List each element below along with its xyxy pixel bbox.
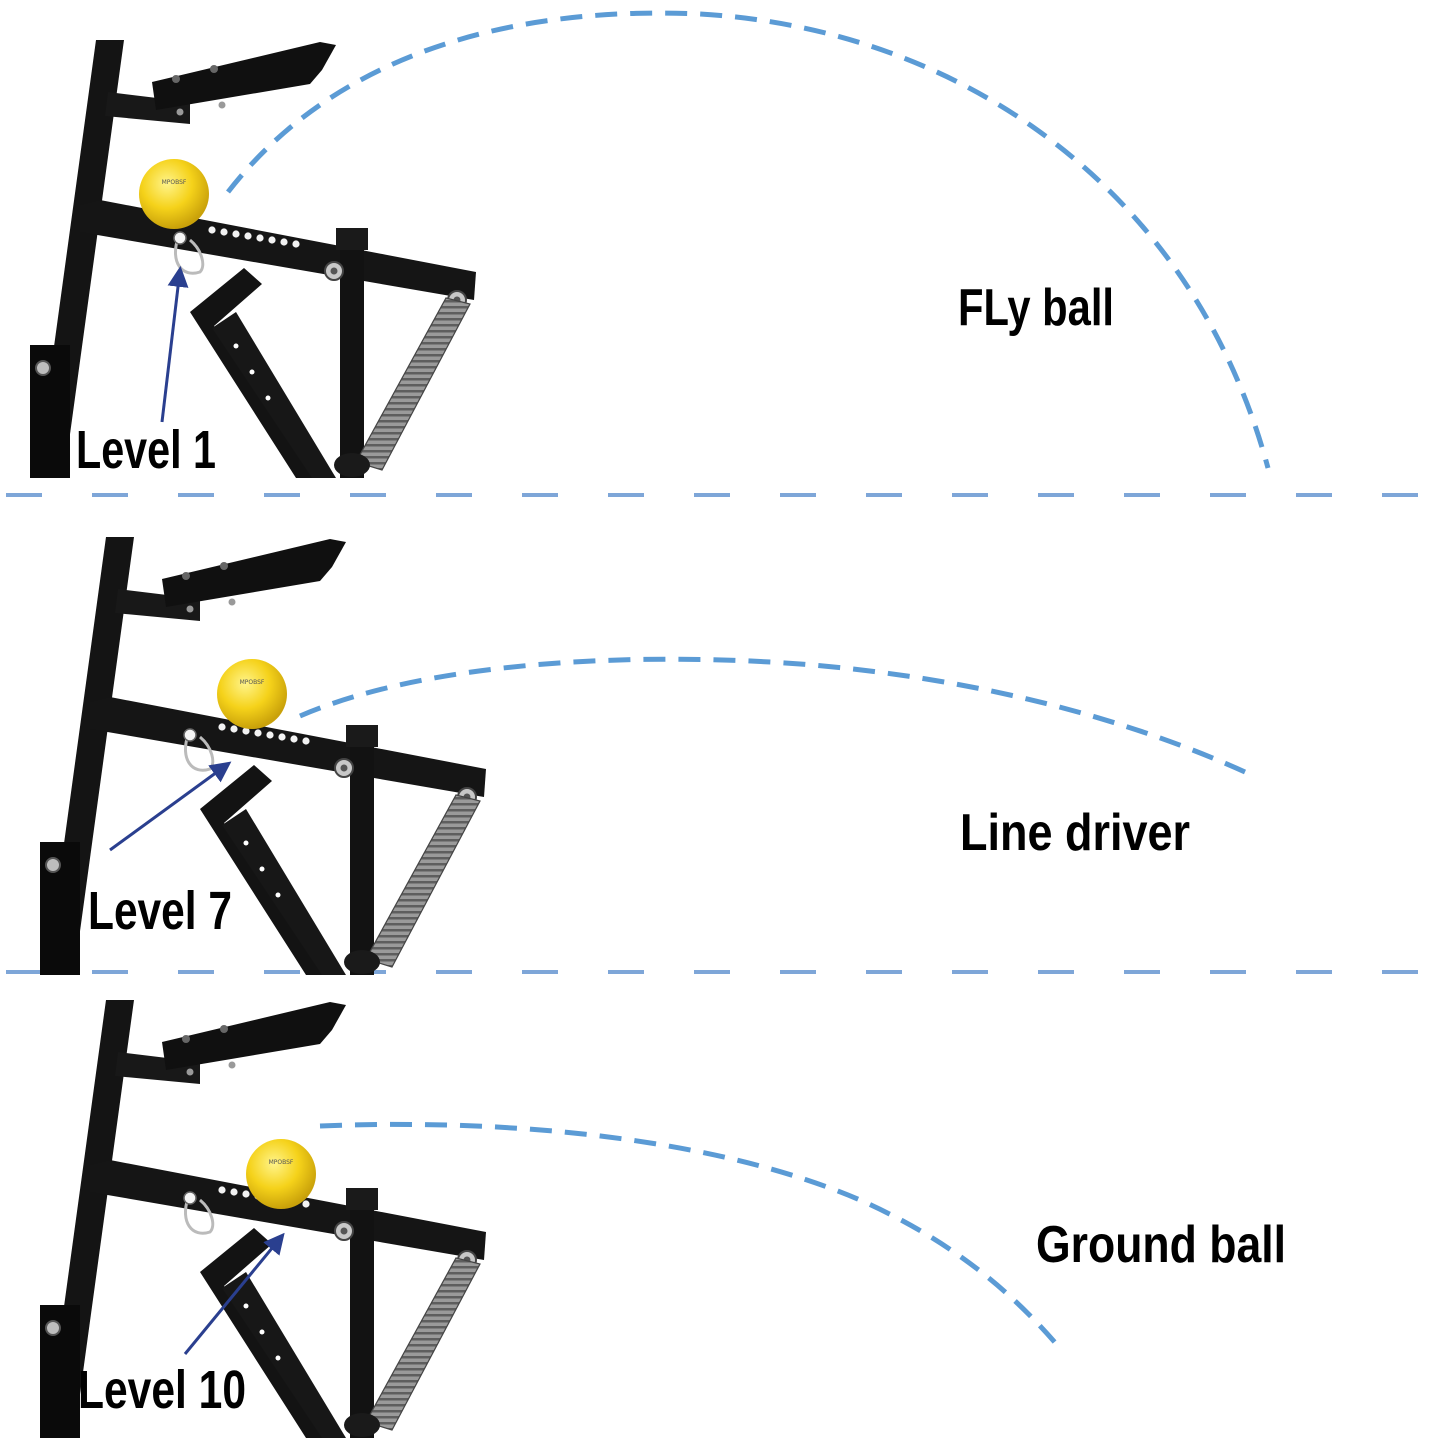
ball-icon: MPOBSF bbox=[217, 659, 287, 729]
svg-text:MPOBSF: MPOBSF bbox=[240, 679, 265, 686]
level-arrow bbox=[183, 1232, 285, 1355]
ball-icon: MPOBSF bbox=[139, 159, 209, 229]
shot-label: Line driver bbox=[960, 804, 1190, 862]
trajectory-ground bbox=[319, 1121, 1060, 1348]
level-label: Level 7 bbox=[88, 881, 232, 941]
svg-text:MPOBSF: MPOBSF bbox=[162, 179, 187, 186]
shot-label: FLy ball bbox=[958, 279, 1114, 337]
level-label: Level 10 bbox=[78, 1360, 246, 1420]
trajectory-fly bbox=[226, 10, 1271, 469]
panel-line-driver: MPOBSF Level 7 Line driver bbox=[38, 535, 1247, 977]
panel-fly-ball: MPOBSF Level 1 FLy ball bbox=[28, 10, 1271, 480]
panel-ground-ball: MPOBSF Level 10 Ground ball bbox=[38, 998, 1286, 1440]
shot-label: Ground ball bbox=[1036, 1216, 1286, 1274]
trajectory-line-drive bbox=[299, 656, 1247, 775]
pitching-machine-frame bbox=[28, 38, 478, 480]
svg-text:MPOBSF: MPOBSF bbox=[269, 1159, 294, 1166]
level-arrow bbox=[109, 761, 232, 852]
level-label: Level 1 bbox=[76, 420, 216, 480]
level-arrow bbox=[160, 265, 189, 423]
ball-icon: MPOBSF bbox=[246, 1139, 316, 1209]
